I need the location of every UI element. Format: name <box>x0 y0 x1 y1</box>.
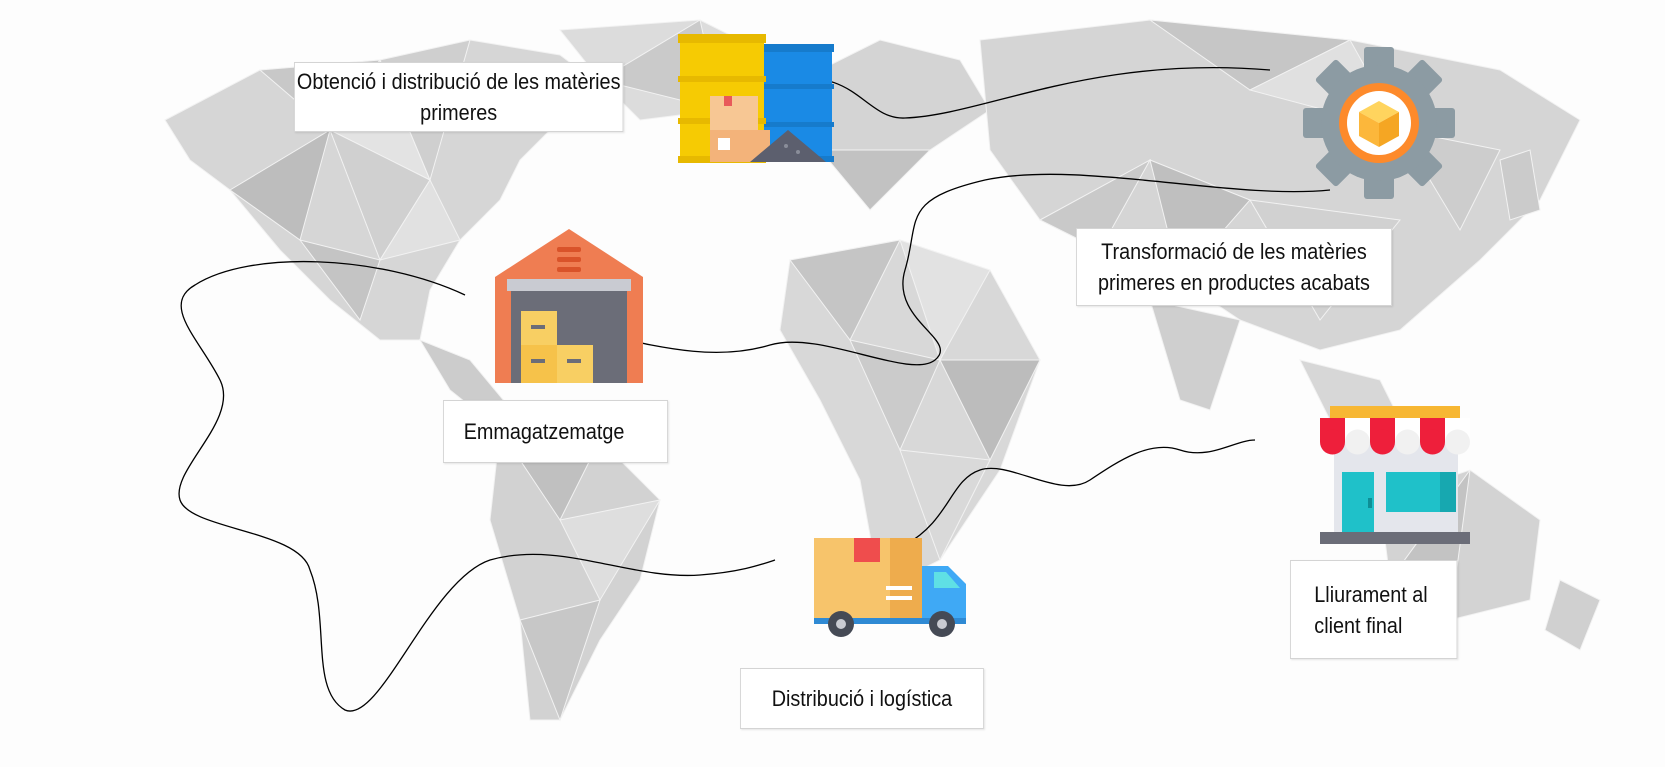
gear-box-icon <box>1303 47 1455 199</box>
distribution-label: Distribució i logística <box>740 668 984 729</box>
delivery-label: Lliurament al client final <box>1290 560 1458 659</box>
raw-materials-label: Obtenció i distribució de les matèries p… <box>294 62 624 132</box>
storage-label: Emmagatzematge <box>443 400 668 463</box>
delivery-truck-icon <box>814 538 966 637</box>
storefront-icon <box>1320 406 1470 544</box>
raw-materials-barrels-icon <box>678 34 834 163</box>
transformation-label: Transformació de les matèries primeres e… <box>1076 228 1392 306</box>
warehouse-icon <box>495 229 643 383</box>
